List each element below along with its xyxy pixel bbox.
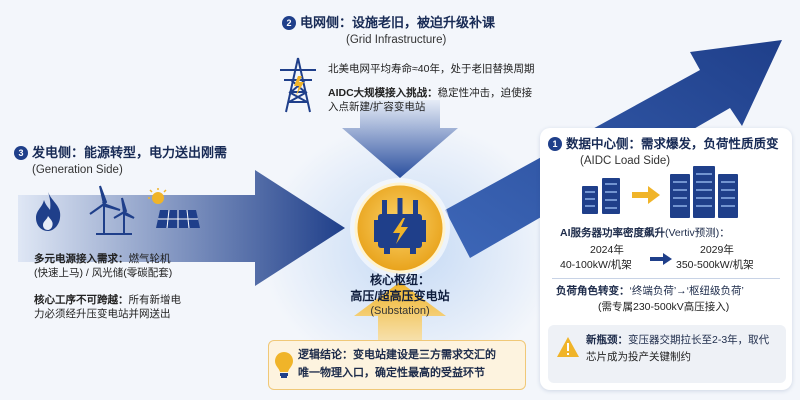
generation-point-1-bold: 多元电源接入需求：	[34, 253, 129, 265]
bottleneck-text: 变压器交期拉长至2-3年，取代	[628, 334, 770, 346]
conclusion-line-1: 逻辑结论：变电站建设是三方需求交汇的	[298, 348, 496, 363]
grid-point-2: AIDC大规模接入挑战：稳定性冲击，迫使接 入点新建/扩容变电站	[328, 86, 532, 114]
grid-point-2-text-2: 入点新建/扩容变电站	[328, 101, 426, 114]
conclusion-text-1: 变电站建设是三方需求交汇的	[353, 349, 496, 361]
density-bold: AI服务器功率密度飙升	[560, 227, 665, 239]
conclusion-bold: 逻辑结论：	[298, 349, 353, 361]
generation-point-1: 多元电源接入需求：燃气轮机 (快速上马) / 风光储(零碳配套)	[34, 252, 172, 280]
hub-subtitle: 高压/超高压变电站	[350, 289, 450, 303]
grid-subtitle: (Grid Infrastructure)	[346, 34, 447, 46]
generation-point-2-text-2: 力必须经升压变电站并网送出	[34, 308, 171, 321]
generation-point-1-text: 燃气轮机	[128, 253, 171, 265]
generation-point-2-text: 所有新增电	[128, 294, 182, 306]
role-text: ‘终端负荷’→‘枢纽级负荷’	[629, 285, 744, 297]
grid-point-1: 北美电网平均寿命≈40年，处于老旧替换周期	[328, 63, 535, 75]
flame-icon	[36, 192, 61, 231]
server-rack-icon	[582, 178, 620, 214]
wind-turbine-icon	[89, 185, 135, 235]
generation-subtitle: (Generation Side)	[32, 164, 123, 176]
bottom-arrow	[354, 282, 446, 344]
role-bold: 负荷角色转变：	[556, 285, 630, 297]
density-year-from: 2024年	[590, 244, 624, 256]
bottleneck-line-2: 芯片成为投产关键制约	[586, 351, 691, 363]
warning-icon	[557, 337, 579, 357]
load-number-badge: 1	[548, 137, 562, 151]
bottleneck-box	[548, 325, 786, 383]
arrow-right-icon	[632, 186, 660, 204]
transformer-icon	[350, 178, 450, 278]
grid-point-2-text: 稳定性冲击，迫使接	[437, 87, 533, 99]
density-value-from: 40-100kW/机架	[560, 259, 632, 271]
bottleneck-line-1: 新瓶颈：变压器交期拉长至2-3年，取代	[586, 333, 769, 347]
grid-number-badge: 2	[282, 16, 296, 30]
top-arrow	[342, 100, 458, 178]
density-value-to: 350-500kW/机架	[676, 259, 754, 271]
generation-point-2-bold: 核心工序不可跨越：	[34, 294, 129, 306]
generation-number-badge: 3	[14, 146, 28, 160]
role-line-2: (需专属230-500kV高压接入)	[598, 301, 730, 313]
hub-title: 核心枢纽：	[369, 273, 430, 287]
conclusion-line-2: 唯一物理入口，确定性最高的受益环节	[298, 367, 485, 379]
power-tower-icon	[280, 57, 316, 113]
generation-point-2: 核心工序不可跨越：所有新增电 力必须经升压变电站并网送出	[34, 293, 181, 321]
hub-english: (Substation)	[370, 305, 430, 317]
generation-title-text: 发电侧：能源转型，电力送出刚需	[32, 145, 228, 160]
load-title-text: 数据中心侧：需求爆发，负荷性质质变	[566, 137, 779, 151]
density-heading: AI服务器功率密度飙升(Vertiv预测)：	[560, 226, 730, 240]
conclusion-box	[268, 340, 526, 390]
role-line-1: 负荷角色转变：‘终端负荷’→‘枢纽级负荷’	[556, 284, 744, 298]
load-subtitle: (AIDC Load Side)	[580, 155, 671, 167]
grid-title-text: 电网侧：设施老旧，被迫升级补课	[300, 15, 496, 30]
panel-divider	[552, 278, 780, 279]
grid-point-2-bold: AIDC大规模接入挑战：	[328, 87, 438, 99]
server-rack-icon	[670, 166, 738, 218]
grid-title: 2 电网侧：设施老旧，被迫升级补课	[282, 14, 495, 32]
bottleneck-bold: 新瓶颈：	[586, 334, 628, 346]
generation-title: 3 发电侧：能源转型，电力送出刚需	[14, 144, 227, 162]
density-note: (Vertiv预测)：	[665, 227, 730, 239]
load-title: 1 数据中心侧：需求爆发，负荷性质质变	[548, 136, 779, 153]
solar-panel-icon	[148, 188, 200, 229]
density-year-to: 2029年	[700, 244, 734, 256]
density-arrow-icon	[650, 253, 672, 265]
generation-point-1-text-2: (快速上马) / 风光储(零碳配套)	[34, 267, 173, 280]
lightbulb-icon	[275, 352, 293, 378]
